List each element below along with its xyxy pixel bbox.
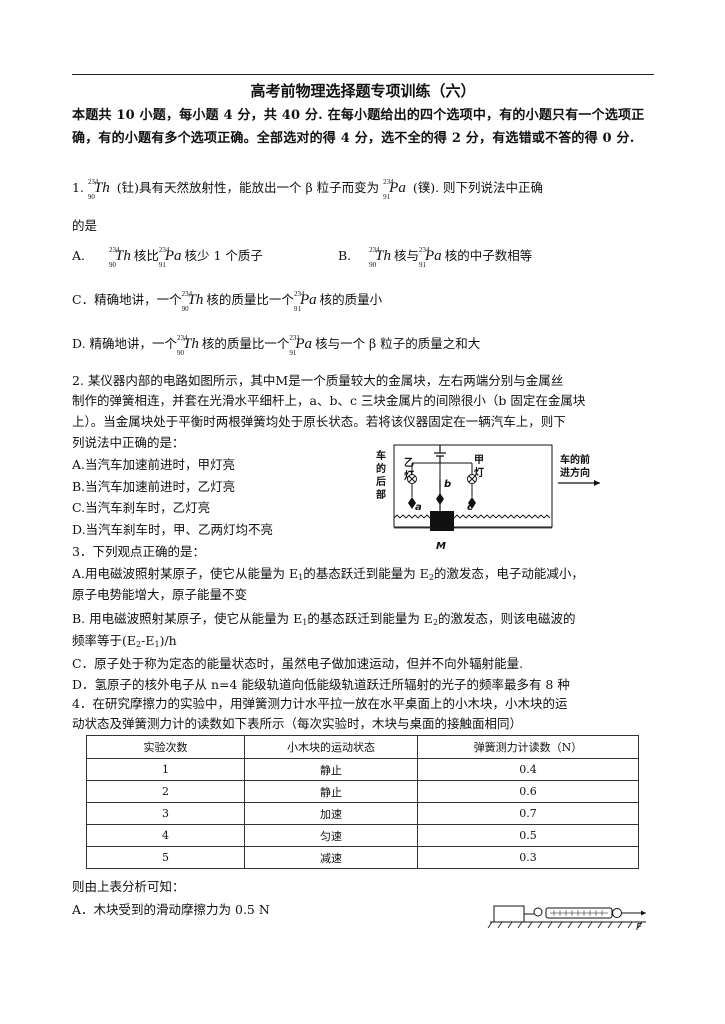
q4-stem-1: 4．在研究摩擦力的实验中，用弹簧测力计水平拉一放在水平桌面上的小木块，小木块的运 xyxy=(72,696,568,711)
q4-spring-scale-figure: F xyxy=(487,905,646,933)
svg-text:a: a xyxy=(415,502,422,513)
table-cell: 2 xyxy=(86,780,245,803)
table-cell: 匀速 xyxy=(244,824,418,847)
q4-option-a: A．木块受到的滑动摩擦力为 0.5 N xyxy=(72,902,270,917)
svg-text:b: b xyxy=(444,479,451,490)
q3-option-b-1: B. 用电磁波照射某原子，使它从能量为 E1的基态跃迁到能量为 E2的激发态，则… xyxy=(72,611,576,627)
table-cell: 加速 xyxy=(244,802,418,825)
table-cell: 4 xyxy=(86,824,245,847)
table-header: 弹簧测力计读数（N） xyxy=(417,735,639,759)
q2-circuit-figure: 车 的 后 部 车的前 进方向 乙 灯 甲 灯 a b c M xyxy=(376,444,600,552)
q2-option-d: D.当汽车刹车时，甲、乙两灯均不亮 xyxy=(72,522,274,537)
table-cell: 0.6 xyxy=(417,780,639,803)
instructions: 本题共 10 小题，每小题 4 分，共 40 分. 在每小题给出的四个选项中，有… xyxy=(72,108,645,146)
table-cell: 0.4 xyxy=(417,758,639,781)
q2-stem-1: 2. 某仪器内部的电路如图所示，其中M是一个质量较大的金属块，左右两端分别与金属… xyxy=(72,373,564,388)
svg-text:部: 部 xyxy=(376,488,386,501)
q3-option-c: C．原子处于称为定态的能量状态时，虽然电子做加速运动，但并不向外辐射能量. xyxy=(72,656,524,671)
table-header: 小木块的运动状态 xyxy=(244,735,418,759)
table-cell: 减速 xyxy=(244,846,418,869)
table-cell: 1 xyxy=(86,758,245,781)
q1-stem-cont: 的是 xyxy=(72,218,98,233)
q2-option-a: A.当汽车加速前进时，甲灯亮 xyxy=(72,457,236,472)
svg-text:c: c xyxy=(467,502,473,513)
table-cell: 0.5 xyxy=(417,824,639,847)
q2-stem-3: 上）。当金属块处于平衡时两根弹簧均处于原长状态。若将该仪器固定在一辆汽车上，则下 xyxy=(72,414,566,429)
svg-text:乙: 乙 xyxy=(404,457,414,469)
svg-text:车的前: 车的前 xyxy=(560,453,590,466)
table-cell: 静止 xyxy=(244,758,418,781)
q4-analysis-lead: 则由上表分析可知： xyxy=(72,879,185,894)
q3-stem: 3．下列观点正确的是： xyxy=(72,544,205,559)
svg-text:M: M xyxy=(436,541,446,552)
svg-text:车: 车 xyxy=(376,449,386,462)
q4-stem-2: 动状态及弹簧测力计的读数如下表所示（每次实验时，木块与桌面的接触面相同） xyxy=(72,716,523,731)
table-header: 实验次数 xyxy=(86,735,245,759)
q2-option-c: C.当汽车刹车时，乙灯亮 xyxy=(72,500,211,515)
table-cell: 静止 xyxy=(244,780,418,803)
q3-option-a-2: 原子电势能增大，原子能量不变 xyxy=(72,587,248,602)
svg-text:的: 的 xyxy=(376,462,386,475)
table-cell: 0.3 xyxy=(417,846,639,869)
table-cell: 0.7 xyxy=(417,802,639,825)
svg-text:灯: 灯 xyxy=(474,466,484,479)
page-title: 高考前物理选择题专项训练（六） xyxy=(250,82,476,100)
q2-option-b: B.当汽车加速前进时，乙灯亮 xyxy=(72,479,236,494)
q3-option-a-1: A.用电磁波照射某原子，使它从能量为 E1的基态跃迁到能量为 E2的激发态，电子… xyxy=(72,566,584,582)
svg-text:甲: 甲 xyxy=(474,454,484,466)
svg-text:后: 后 xyxy=(376,475,386,488)
table-cell: 5 xyxy=(86,846,245,869)
q3-option-b-2: 频率等于(E2-E1)/h xyxy=(72,633,177,649)
q2-stem-2: 制作的弹簧相连，并套在光滑水平细杆上，a、b、c 三块金属片的间隙很小（b 固定… xyxy=(72,393,586,408)
top-rule xyxy=(72,74,654,75)
svg-text:进方向: 进方向 xyxy=(560,466,590,479)
svg-text:F: F xyxy=(636,922,642,933)
q3-option-d: D．氢原子的核外电子从 n=4 能级轨道向低能级轨道跃迁所辐射的光子的频率最多有… xyxy=(72,677,570,692)
table-header-row: 实验次数 小木块的运动状态 弹簧测力计读数（N） xyxy=(86,735,639,759)
table-cell: 3 xyxy=(86,802,245,825)
q2-stem-4: 列说法中正确的是： xyxy=(72,435,185,450)
